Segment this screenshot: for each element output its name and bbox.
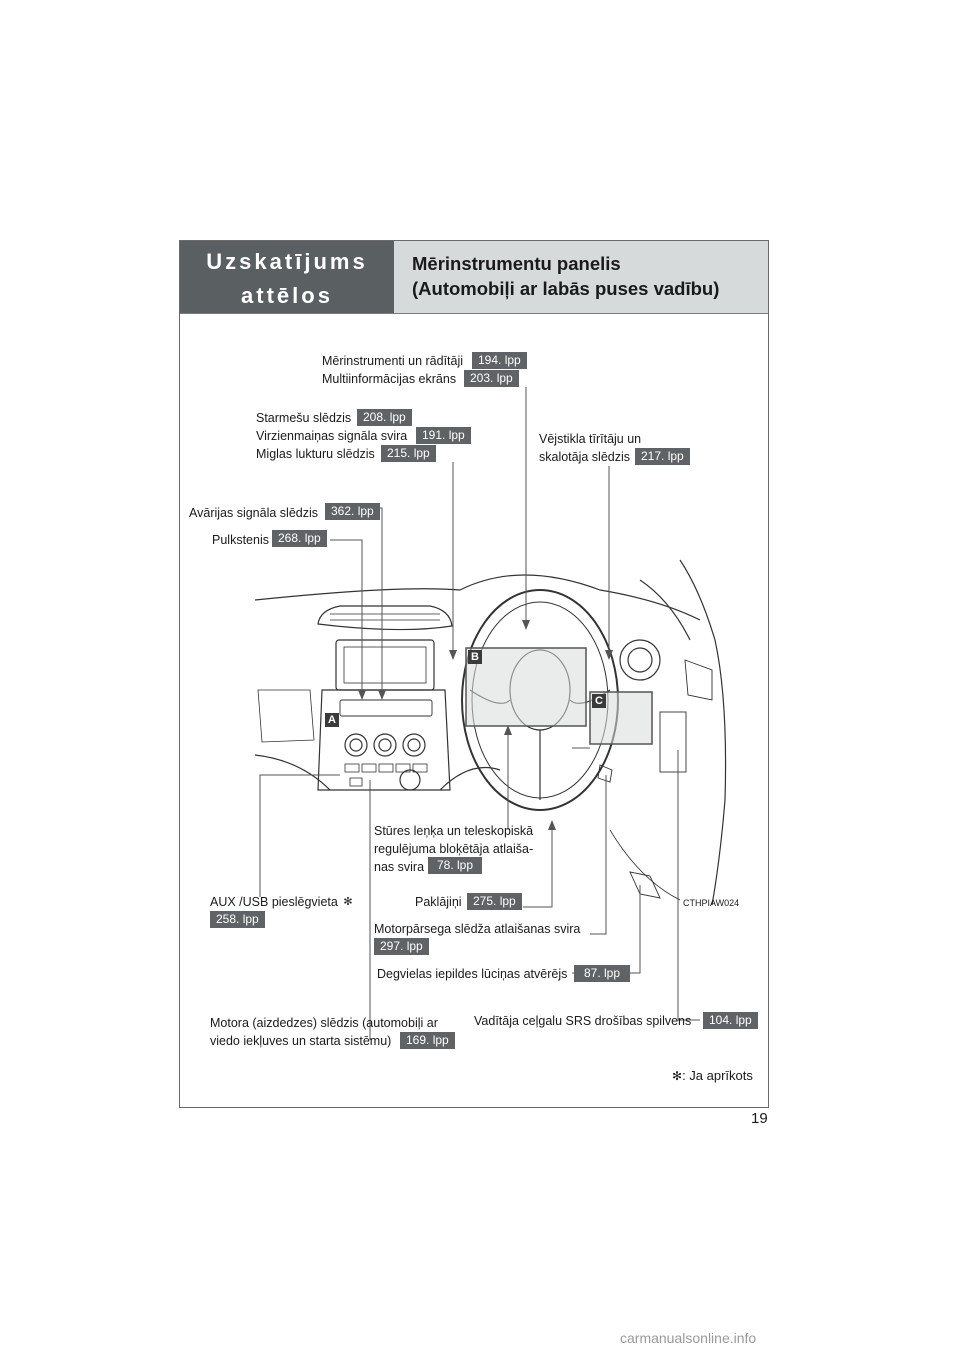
meters-page-ref[interactable]: 194. lpp <box>472 352 527 369</box>
hazard-label: Avārijas signāla slēdzis <box>189 506 318 520</box>
engine-switch-page-ref[interactable]: 169. lpp <box>400 1032 455 1049</box>
tilt-label: nas svira <box>374 860 425 874</box>
page-title-line2: (Automobiļi ar labās puses vadību) <box>412 278 720 299</box>
fuel-label: Degvielas iepildes lūciņas atvērējs <box>377 967 568 981</box>
page-title-line1: Mērinstrumentu panelis <box>412 253 621 274</box>
clock-label: Pulkstenis <box>212 533 269 547</box>
marker-a: A <box>325 713 339 727</box>
tilt-label-line2: regulējuma bloķētāja atlaiša- <box>374 842 534 856</box>
aux-label-text: AUX /USB pieslēgvieta <box>210 895 338 909</box>
hood-label: Motorpārsega slēdža atlaišanas svira <box>374 922 581 936</box>
srs-page-ref[interactable]: 104. lpp <box>703 1012 758 1029</box>
headlight-page-ref[interactable]: 208. lpp <box>357 409 412 426</box>
tilt-label-line1: Stūres leņķa un teleskopiskā <box>374 824 534 838</box>
header-divider <box>180 313 768 314</box>
engine-switch-label: viedo iekļuves un starta sistēmu) <box>210 1034 392 1048</box>
tilt-page-ref[interactable]: 78. lpp <box>428 857 482 874</box>
fog-label: Miglas lukturu slēdzis <box>256 447 375 461</box>
page-number: 19 <box>751 1110 768 1127</box>
fuel-page-ref[interactable]: 87. lpp <box>574 965 630 982</box>
headlight-label: Starmešu slēdzis <box>256 411 352 425</box>
wiper-label: skalotāja slēdzis <box>539 450 631 464</box>
multiinfo-page-ref[interactable]: 203. lpp <box>464 370 519 387</box>
page-frame <box>179 240 769 1108</box>
wiper-page-ref[interactable]: 217. lpp <box>635 448 690 465</box>
section-tab: Uzskatījums attēlos <box>180 241 394 313</box>
section-title-line2: attēlos <box>241 283 333 308</box>
hood-page-ref[interactable]: 297. lpp <box>374 938 429 955</box>
footnote-text: : Ja aprīkots <box>682 1068 753 1083</box>
footnote: ✻: Ja aprīkots <box>672 1067 753 1085</box>
fog-page-ref[interactable]: 215. lpp <box>381 445 436 462</box>
multiinfo-label: Multiinformācijas ekrāns <box>322 372 457 386</box>
marker-c: C <box>592 694 606 708</box>
footnote-star: ✻ <box>672 1069 683 1083</box>
watermark: carmanualsonline.info <box>620 1330 757 1346</box>
turn-signal-label: Virzienmaiņas signāla svira <box>256 429 408 443</box>
paddle-page-ref[interactable]: 275. lpp <box>467 893 522 910</box>
hazard-page-ref[interactable]: 362. lpp <box>325 503 380 520</box>
page-title: Mērinstrumentu panelis (Automobiļi ar la… <box>412 251 719 301</box>
engine-switch-label-line1: Motora (aizdedzes) slēdzis (automobiļi a… <box>210 1016 438 1030</box>
turn-signal-page-ref[interactable]: 191. lpp <box>416 427 471 444</box>
section-title-line1: Uzskatījums <box>206 249 368 274</box>
marker-b: B <box>468 650 482 664</box>
aux-page-ref[interactable]: 258. lpp <box>210 911 265 928</box>
meters-label: Mērinstrumenti un rādītāji <box>322 354 464 368</box>
paddle-label: Paklājiņi <box>415 895 462 909</box>
page-title-box: Mērinstrumentu panelis (Automobiļi ar la… <box>394 241 768 313</box>
srs-label: Vadītāja ceļgalu SRS drošības spilvens <box>474 1014 692 1028</box>
clock-page-ref[interactable]: 268. lpp <box>272 530 327 547</box>
aux-optional-star: ✻ <box>343 896 353 908</box>
figure-code: CTHPIAW024 <box>683 898 740 908</box>
wiper-label-line1: Vējstikla tīrītāju un <box>539 432 642 446</box>
aux-label: AUX /USB pieslēgvieta ✻ <box>210 893 353 911</box>
